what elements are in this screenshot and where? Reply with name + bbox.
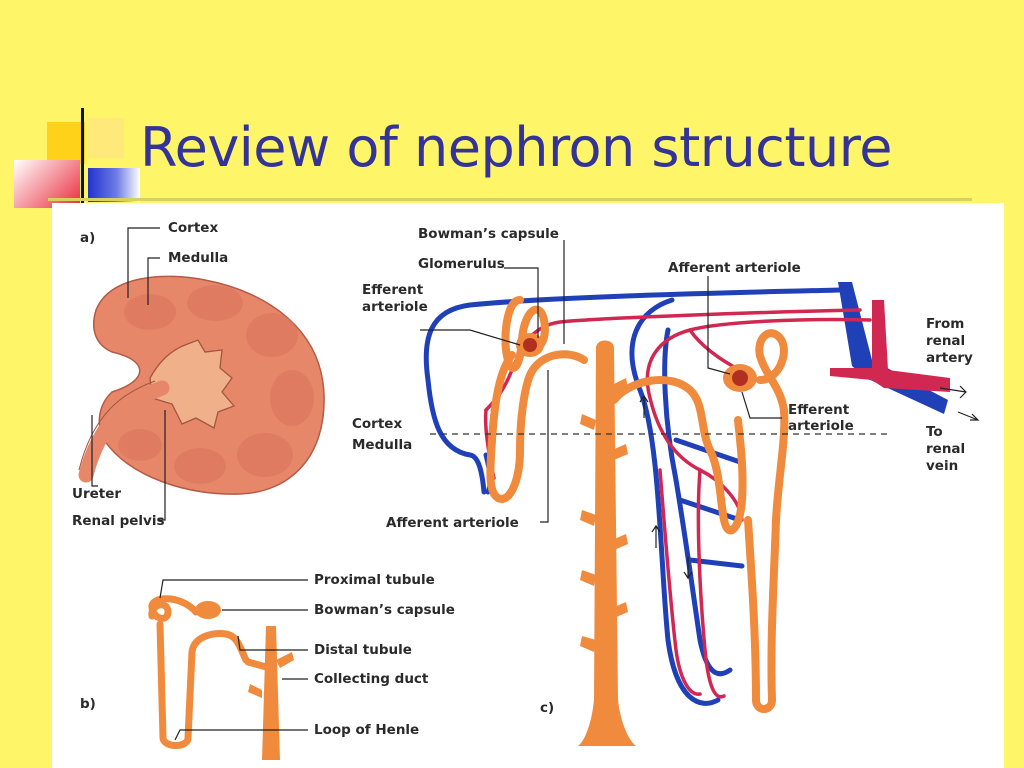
label-from-renal-artery-2: renal <box>926 333 965 349</box>
label-afferent-arteriole-bottom: Afferent arteriole <box>386 515 519 531</box>
renal-artery <box>830 300 950 392</box>
glomerulus-right <box>732 370 748 386</box>
deco-vertical-rule <box>81 108 84 204</box>
deco-yellow-square <box>47 122 85 164</box>
label-proximal-tubule: Proximal tubule <box>314 572 435 588</box>
panel-c-tag: c) <box>540 700 554 716</box>
deco-yellow-square-light <box>88 118 124 158</box>
label-cortex-a: Cortex <box>168 220 218 236</box>
renal-pelvis-shape <box>149 339 236 429</box>
title-underline <box>48 198 972 201</box>
label-renal-pelvis: Renal pelvis <box>72 513 165 529</box>
label-efferent-arteriole-right-1: Efferent <box>788 402 850 418</box>
deco-blue-square <box>88 168 140 202</box>
glomerulus-left <box>523 338 537 352</box>
label-cortex-c: Cortex <box>352 416 402 432</box>
label-loop-of-henle: Loop of Henle <box>314 722 419 738</box>
label-to-renal-vein-2: renal <box>926 441 965 457</box>
slide-title: Review of nephron structure <box>140 116 893 179</box>
panel-b: b) Proximal tubule Bowman’s capsule Dist… <box>80 572 455 760</box>
label-from-renal-artery-1: From <box>926 316 964 332</box>
panel-b-tubule <box>148 595 274 749</box>
panel-a-tag: a) <box>80 230 95 246</box>
label-distal-tubule: Distal tubule <box>314 642 412 658</box>
label-ureter: Ureter <box>72 486 121 502</box>
label-efferent-arteriole-right-2: arteriole <box>788 418 854 434</box>
panel-b-tag: b) <box>80 696 96 712</box>
kidney-pyramids <box>118 285 314 484</box>
label-bowmans-capsule-b: Bowman’s capsule <box>314 602 455 618</box>
label-to-renal-vein-1: To <box>926 424 943 440</box>
panel-b-collecting-duct <box>248 626 294 760</box>
panel-a: a) Cortex Medulla Ureter Renal pelvis <box>72 220 325 529</box>
nephron-diagram: a) Cortex Medulla Ureter Renal pelvis b) <box>72 220 980 760</box>
label-efferent-arteriole-left-1: Efferent <box>362 282 424 298</box>
flow-arrows <box>639 385 980 580</box>
juxtamedullary-nephron-tubule <box>610 329 789 713</box>
label-afferent-arteriole-top: Afferent arteriole <box>668 260 801 276</box>
collecting-duct-c <box>578 340 636 746</box>
label-efferent-arteriole-left-2: arteriole <box>362 299 428 315</box>
panel-b-bowman-capsule <box>195 601 221 619</box>
label-to-renal-vein-3: vein <box>926 458 958 474</box>
label-bowmans-capsule-c: Bowman’s capsule <box>418 226 559 242</box>
ureter-shape <box>78 380 170 483</box>
nephron-figure-panel: a) Cortex Medulla Ureter Renal pelvis b) <box>52 203 1004 768</box>
label-glomerulus: Glomerulus <box>418 256 505 272</box>
label-medulla-a: Medulla <box>168 250 228 266</box>
label-from-renal-artery-3: artery <box>926 350 973 366</box>
panel-c: c) <box>352 226 980 746</box>
label-collecting-duct: Collecting duct <box>314 671 429 687</box>
label-medulla-c: Medulla <box>352 437 412 453</box>
